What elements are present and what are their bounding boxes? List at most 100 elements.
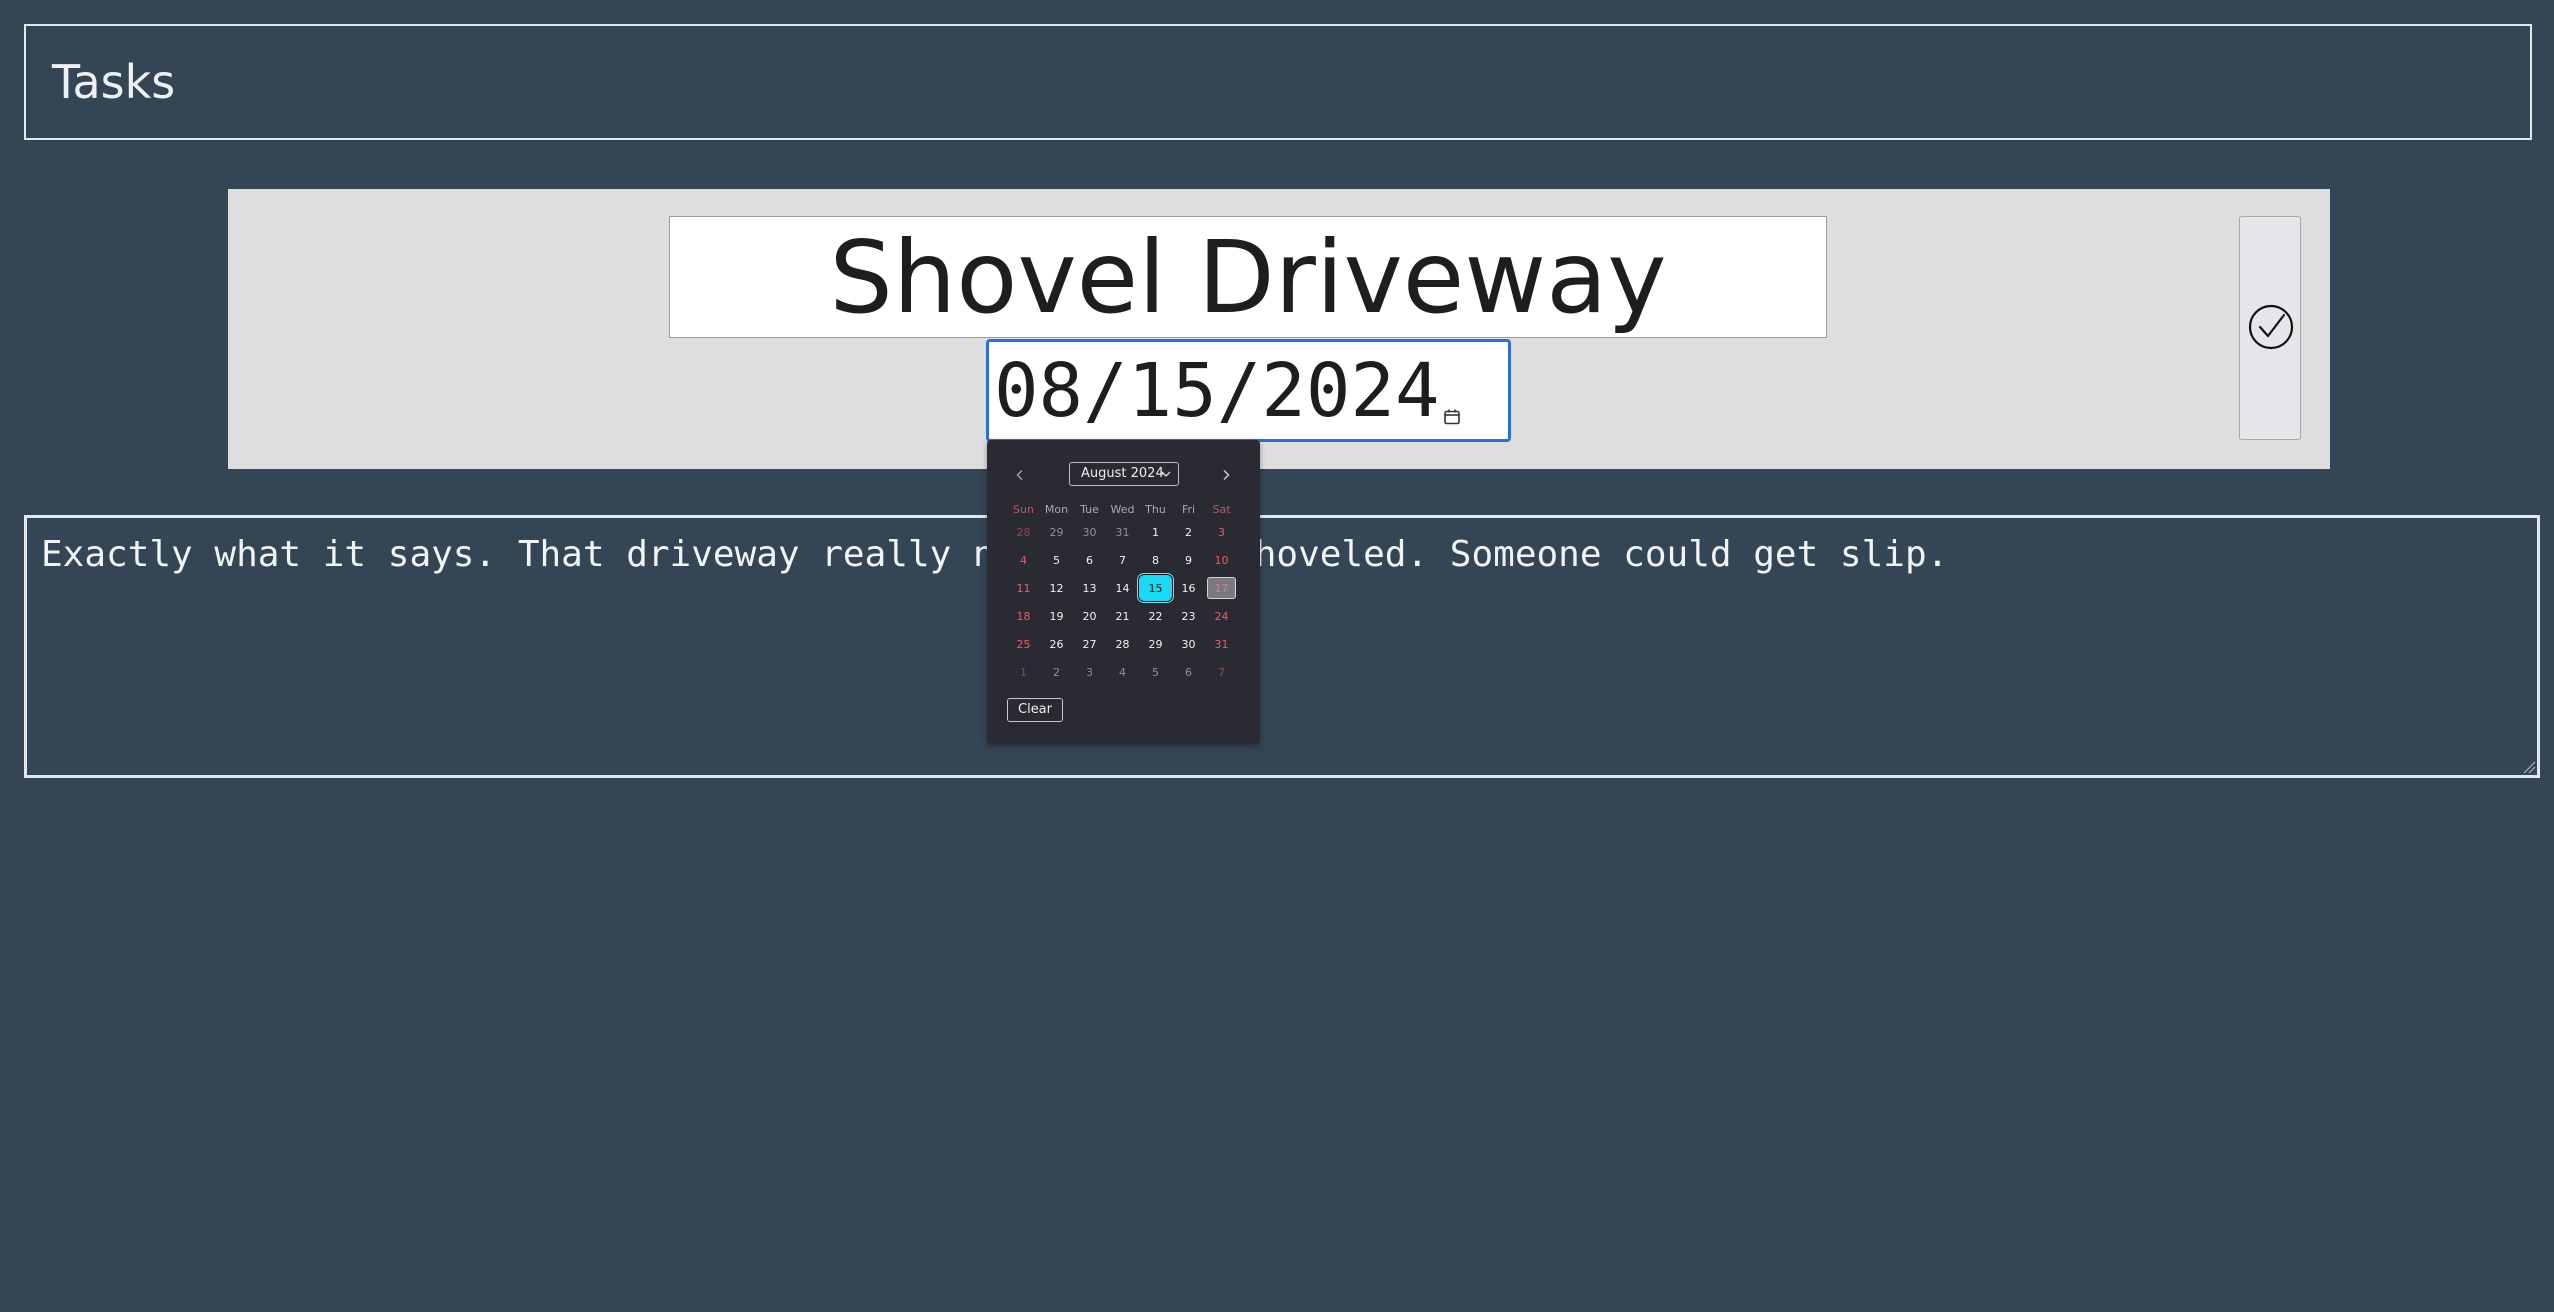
calendar-day[interactable]: 7 (1205, 658, 1238, 686)
resize-grip-icon[interactable] (2520, 758, 2536, 774)
calendar-day-number: 3 (1218, 525, 1225, 539)
calendar-day[interactable]: 22 (1139, 602, 1172, 630)
calendar-day[interactable]: 28 (1007, 518, 1040, 546)
calendar-day[interactable]: 2 (1040, 658, 1073, 686)
calendar-day[interactable]: 13 (1073, 574, 1106, 602)
calendar-day[interactable]: 20 (1073, 602, 1106, 630)
calendar-day[interactable]: 15 (1139, 574, 1172, 602)
chevron-right-icon (1223, 469, 1230, 481)
app-title: Tasks (52, 55, 176, 109)
calendar-day[interactable]: 16 (1172, 574, 1205, 602)
calendar-day-number: 30 (1181, 637, 1196, 651)
calendar-day-number: 23 (1181, 609, 1196, 623)
check-circle-icon (2248, 304, 2294, 350)
calendar-day-number: 4 (1119, 665, 1126, 679)
calendar-day[interactable]: 31 (1106, 518, 1139, 546)
calendar-day[interactable]: 5 (1139, 658, 1172, 686)
task-description-textarea[interactable]: Exactly what it says. That driveway real… (24, 515, 2540, 778)
calendar-icon[interactable] (1443, 408, 1461, 426)
calendar-day-number: 13 (1082, 581, 1097, 595)
calendar-day[interactable]: 5 (1040, 546, 1073, 574)
calendar-day-number: 1 (1020, 665, 1027, 679)
calendar-day-number: 8 (1152, 553, 1159, 567)
calendar-day[interactable]: 14 (1106, 574, 1139, 602)
calendar-day[interactable]: 21 (1106, 602, 1139, 630)
calendar-day-number: 5 (1152, 665, 1159, 679)
calendar-day-number: 5 (1053, 553, 1060, 567)
month-year-label: August 2024 (1081, 466, 1164, 481)
calendar-day[interactable]: 27 (1073, 630, 1106, 658)
task-date-input[interactable]: 08/15/2024 (986, 339, 1511, 442)
weekday-header: Sun (1013, 502, 1034, 516)
calendar-day-number: 6 (1086, 553, 1093, 567)
calendar-day[interactable]: 4 (1106, 658, 1139, 686)
calendar-day-number: 3 (1086, 665, 1093, 679)
previous-month-button[interactable] (1007, 462, 1033, 488)
calendar-day[interactable]: 3 (1205, 518, 1238, 546)
task-title-input[interactable]: Shovel Driveway (669, 216, 1827, 338)
calendar-day[interactable]: 26 (1040, 630, 1073, 658)
calendar-day-number: 31 (1115, 525, 1130, 539)
weekday-header: Mon (1044, 502, 1069, 516)
calendar-day[interactable]: 6 (1172, 658, 1205, 686)
calendar-day[interactable]: 10 (1205, 546, 1238, 574)
weekday-header: Sat (1212, 502, 1231, 516)
calendar-day-number: 29 (1049, 525, 1064, 539)
calendar-day[interactable]: 24 (1205, 602, 1238, 630)
calendar-day[interactable]: 29 (1040, 518, 1073, 546)
calendar-day-number: 11 (1016, 581, 1031, 595)
month-year-select[interactable]: August 2024 (1069, 462, 1179, 486)
calendar-day-number: 20 (1082, 609, 1097, 623)
calendar-day[interactable]: 6 (1073, 546, 1106, 574)
calendar-week-row: 4 5 6 7 8 9 10 (1007, 546, 1238, 574)
clear-date-button[interactable]: Clear (1007, 698, 1063, 722)
calendar-day-number: 22 (1148, 609, 1163, 623)
calendar-day[interactable]: 1 (1007, 658, 1040, 686)
calendar-day[interactable]: 29 (1139, 630, 1172, 658)
calendar-day[interactable]: 18 (1007, 602, 1040, 630)
calendar-day-number: 7 (1119, 553, 1126, 567)
calendar-day-number: 12 (1049, 581, 1064, 595)
calendar-day-number: 14 (1115, 581, 1130, 595)
calendar-day-number: 28 (1115, 637, 1130, 651)
calendar-day-number: 4 (1020, 553, 1027, 567)
calendar-day-number: 9 (1185, 553, 1192, 567)
calendar-day[interactable]: 25 (1007, 630, 1040, 658)
calendar-day[interactable]: 28 (1106, 630, 1139, 658)
calendar-day[interactable]: 12 (1040, 574, 1073, 602)
calendar-day[interactable]: 23 (1172, 602, 1205, 630)
calendar-day-number: 24 (1214, 609, 1229, 623)
weekday-header: Thu (1145, 502, 1166, 516)
calendar-day[interactable]: 30 (1172, 630, 1205, 658)
calendar-week-row: 18 19 20 21 22 23 24 (1007, 602, 1238, 630)
calendar-day-number: 28 (1016, 525, 1031, 539)
calendar-day[interactable]: 31 (1205, 630, 1238, 658)
weekday-header: Tue (1080, 502, 1099, 516)
calendar-day-number: 19 (1049, 609, 1064, 623)
calendar-day-number: 27 (1082, 637, 1097, 651)
calendar-day[interactable]: 9 (1172, 546, 1205, 574)
calendar-day[interactable]: 11 (1007, 574, 1040, 602)
calendar-day-number: 30 (1082, 525, 1097, 539)
calendar-day[interactable]: 4 (1007, 546, 1040, 574)
calendar-day[interactable]: 30 (1073, 518, 1106, 546)
calendar-day[interactable]: 17 (1205, 574, 1238, 602)
next-month-button[interactable] (1213, 462, 1239, 488)
task-date-value[interactable]: 08/15/2024 (994, 348, 1440, 434)
calendar-day[interactable]: 19 (1040, 602, 1073, 630)
calendar-day[interactable]: 7 (1106, 546, 1139, 574)
calendar-day[interactable]: 8 (1139, 546, 1172, 574)
app-header: Tasks (24, 24, 2532, 140)
calendar-day[interactable]: 2 (1172, 518, 1205, 546)
calendar-day-number: 7 (1218, 665, 1225, 679)
complete-task-button[interactable] (2239, 216, 2301, 440)
calendar-day-number: 21 (1115, 609, 1130, 623)
calendar-day[interactable]: 1 (1139, 518, 1172, 546)
calendar-day[interactable]: 3 (1073, 658, 1106, 686)
